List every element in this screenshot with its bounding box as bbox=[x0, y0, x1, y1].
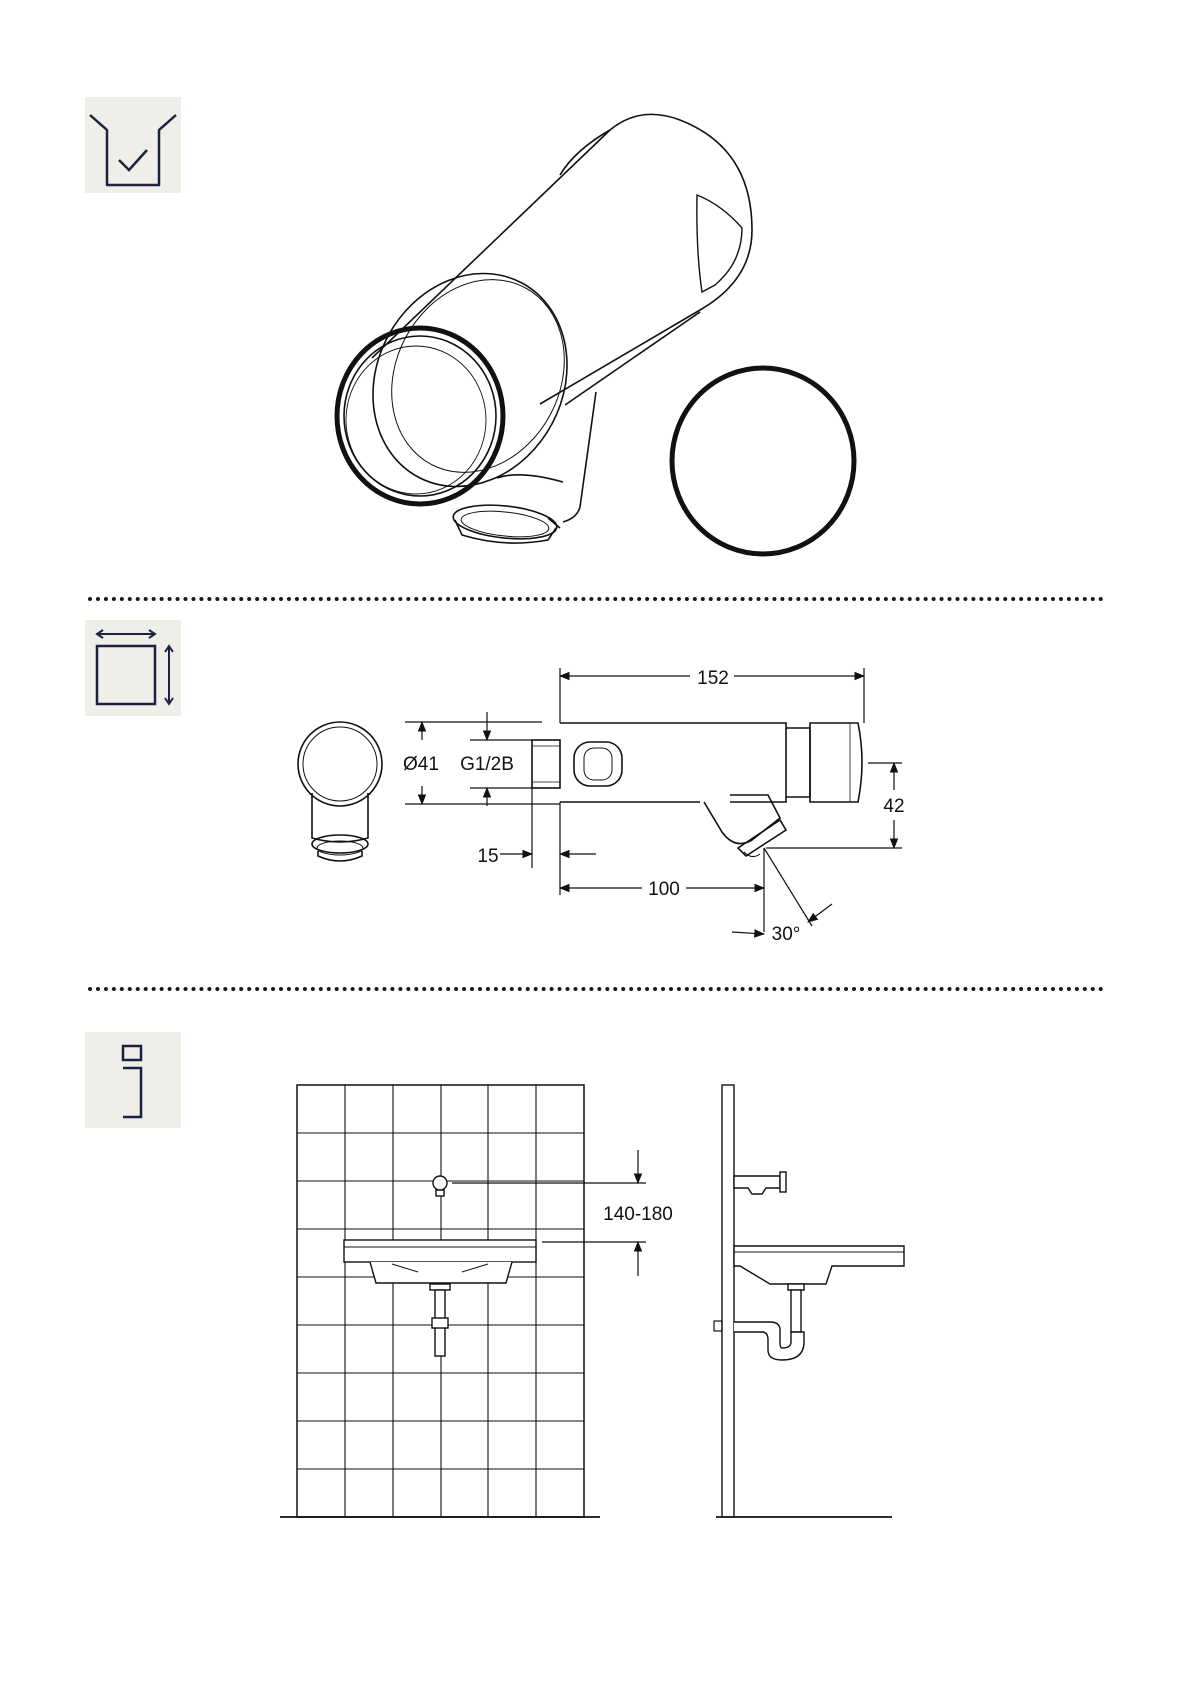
dim-mount-height: 140-180 bbox=[603, 1204, 673, 1225]
o-ring bbox=[672, 368, 854, 554]
dim-diameter: Ø41 bbox=[403, 754, 439, 775]
basin-front-view bbox=[344, 1176, 536, 1356]
dim-length: 152 bbox=[697, 668, 729, 689]
dim-thread: G1/2B bbox=[460, 754, 514, 775]
basin-side-view bbox=[734, 1172, 904, 1360]
faucet-side-view bbox=[532, 723, 862, 857]
faucet-end-view bbox=[298, 722, 382, 861]
dim-angle: 30° bbox=[772, 924, 801, 945]
dim-outlet-height: 42 bbox=[883, 796, 904, 817]
wall-side-view bbox=[714, 1085, 892, 1517]
dim-projection: 100 bbox=[648, 879, 680, 900]
faucet-illustration bbox=[336, 114, 752, 543]
dim-thread-length: 15 bbox=[477, 846, 498, 867]
